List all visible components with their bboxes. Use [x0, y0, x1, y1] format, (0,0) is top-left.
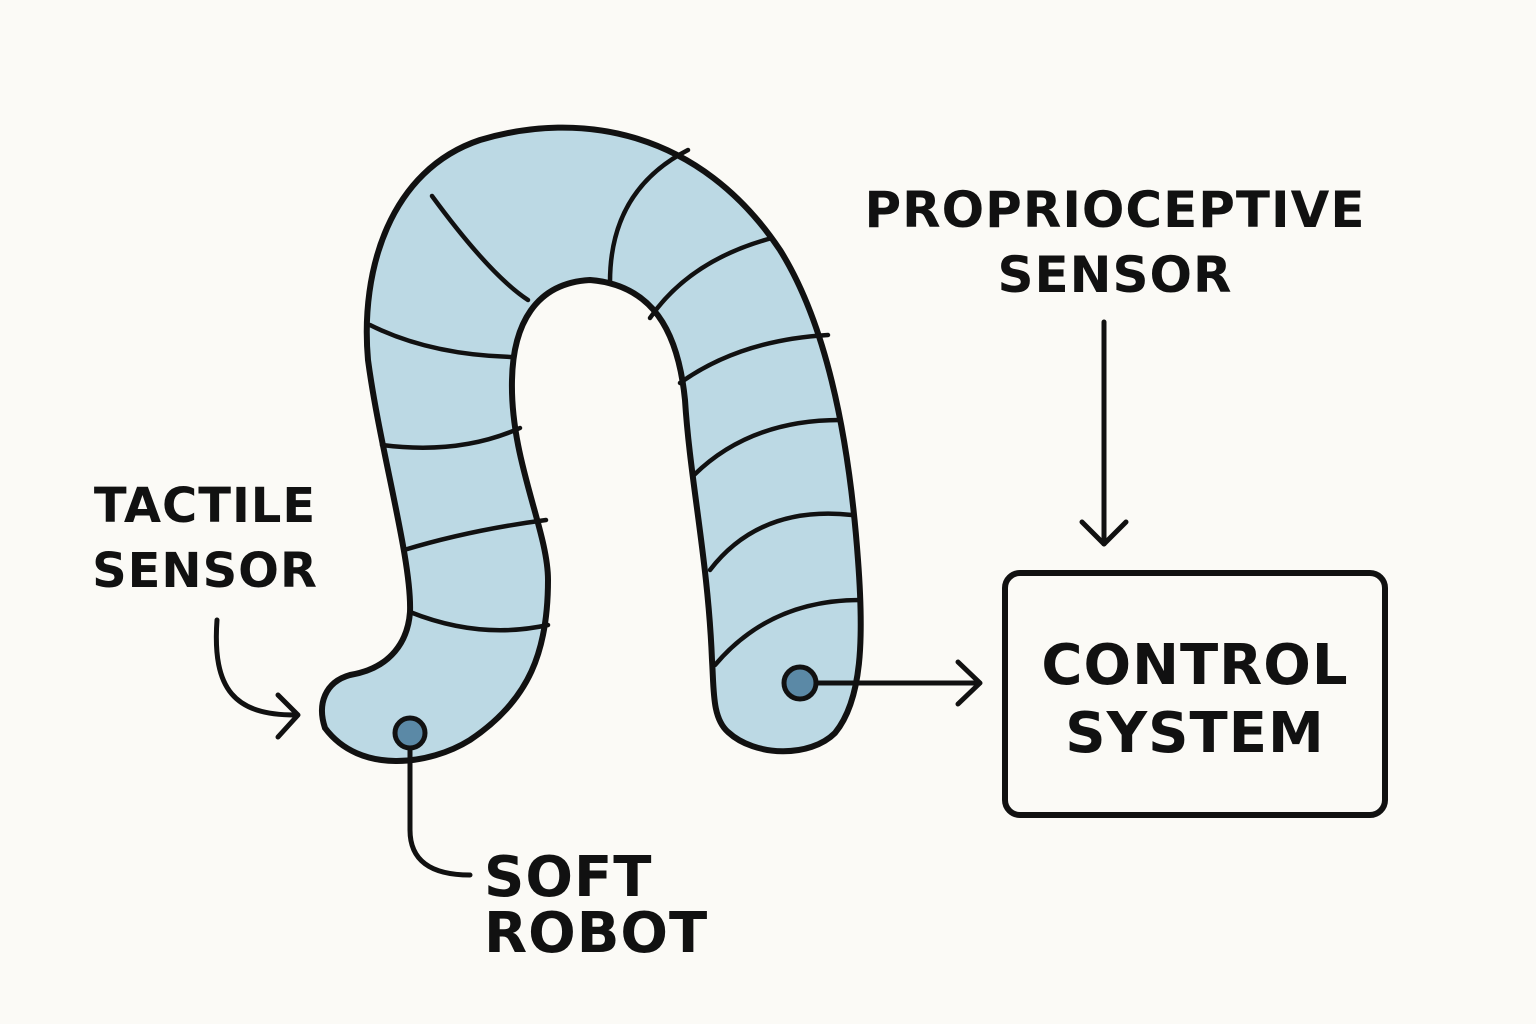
segment-line	[607, 147, 691, 285]
segment-line	[647, 235, 775, 321]
arrow-icon	[1079, 519, 1129, 547]
proprioceptive-sensor-label: PROPRIOCEPTIVE SENSOR	[860, 185, 1370, 300]
segment-line	[677, 332, 831, 386]
soft-robot-label: SOFT ROBOT	[484, 845, 709, 966]
segment-line	[429, 193, 531, 303]
proprio-label-line: PROPRIOCEPTIVE	[864, 181, 1366, 239]
tactile-label-line: TACTILE	[93, 478, 317, 534]
arrow-icon	[955, 659, 983, 707]
segment-line	[691, 417, 843, 478]
proprioceptive-sensor-dot	[781, 664, 819, 702]
signal-arrow	[814, 659, 983, 707]
soft-robot-body	[319, 124, 864, 764]
control-label-line: CONTROL	[1041, 633, 1349, 698]
segment-line	[712, 597, 863, 668]
control-system-label: CONTROL SYSTEM	[1002, 638, 1388, 762]
tactile-arrow	[213, 617, 301, 740]
tactile-label-line: SENSOR	[92, 543, 318, 599]
proprio-label-line: SENSOR	[997, 246, 1233, 304]
segment-line	[367, 322, 516, 360]
segment-line	[407, 609, 551, 633]
tactile-sensor-dot	[392, 715, 428, 751]
control-label-line: SYSTEM	[1065, 701, 1325, 766]
control-system-box	[1002, 570, 1388, 818]
segment-line	[379, 425, 523, 450]
segment-line	[707, 511, 855, 573]
proprioceptive-arrow	[1079, 319, 1129, 547]
tactile-sensor-label: TACTILE SENSOR	[80, 482, 330, 595]
robot-segments	[367, 147, 863, 668]
arrow-icon	[275, 692, 301, 740]
segment-line	[401, 517, 549, 553]
soft-robot-leader	[407, 730, 473, 878]
